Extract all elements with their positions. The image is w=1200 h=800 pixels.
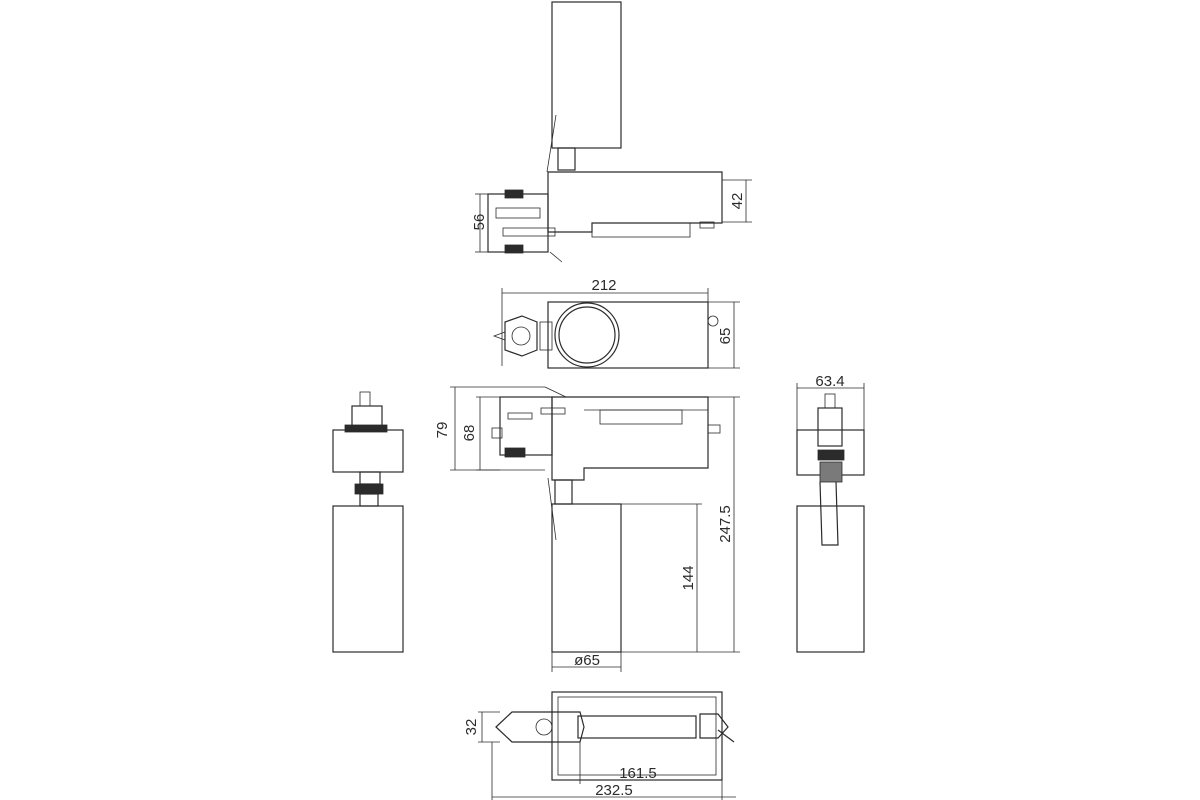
adapter-knob-bottom [504,244,524,254]
side-view-top: 56 42 [471,1,752,263]
head-bottom [599,409,683,425]
adapter-knob [504,447,526,458]
dim-68-label: 68 [461,425,478,442]
head-top [547,301,709,369]
dim-161-label: 161.5 [619,765,657,782]
dim-65-label: 65 [717,328,734,345]
cylinder-end [796,505,865,653]
front-view: 79 68 ø65 144 247.5 [434,386,740,672]
stem [554,479,573,505]
adapter-front [499,396,553,456]
adapter-top [504,315,538,357]
adapter-knob [504,189,524,199]
adapter-end [817,407,843,447]
lamp-inner-circle [558,306,616,364]
top-clip [359,391,371,407]
slot [540,407,566,415]
bottom-plate-inner [557,696,717,776]
top-clip [824,393,836,409]
clip [699,221,715,229]
dim-247-label: 247.5 [717,505,734,543]
dim-56-label: 56 [471,214,488,231]
left-side-view [332,391,404,653]
connector [539,321,553,351]
dim-212-label: 212 [591,277,616,294]
stem [359,493,379,507]
stem-top [359,471,381,485]
adapter-knob [344,424,388,433]
stem [557,147,576,171]
dim-42-label: 42 [729,193,746,210]
lamp-outer-circle [554,302,620,368]
adapter-bottom [495,711,585,743]
dim-63-label: 63.4 [815,373,844,390]
dim-232-label: 232.5 [595,782,633,799]
adapter-circle [535,718,553,736]
adapter-slot-2 [502,227,556,237]
head-front [551,396,709,481]
edge [544,386,567,398]
stem-edge [546,114,557,173]
rail [577,715,697,739]
adapter-block [487,193,549,253]
joint [354,483,384,495]
adapter-tip [492,331,506,341]
dim-32-label: 32 [463,719,480,736]
cylinder-front [551,503,622,653]
lever [717,729,735,743]
adapter-knob [817,449,845,461]
bracket [819,481,839,546]
top-view: 212 65 [492,277,740,369]
joint [819,461,843,483]
dim-79-label: 79 [434,422,451,439]
end-clip [699,713,729,739]
dim-diameter-label: ø65 [574,652,600,669]
adapter-slot [495,207,541,219]
cylinder-body [551,1,622,149]
housing-bottom [591,222,691,238]
cylinder-side [332,505,404,653]
screw [707,315,719,327]
clip [707,424,721,434]
lever [549,251,563,263]
dim-144-label: 144 [680,565,697,590]
head-side [332,429,404,473]
right-end-view: 63.4 [796,373,865,653]
bottom-view: 32 161.5 232.5 [463,691,736,800]
slot [507,412,533,420]
adapter-center [511,326,531,346]
adapter-tab [491,427,503,439]
